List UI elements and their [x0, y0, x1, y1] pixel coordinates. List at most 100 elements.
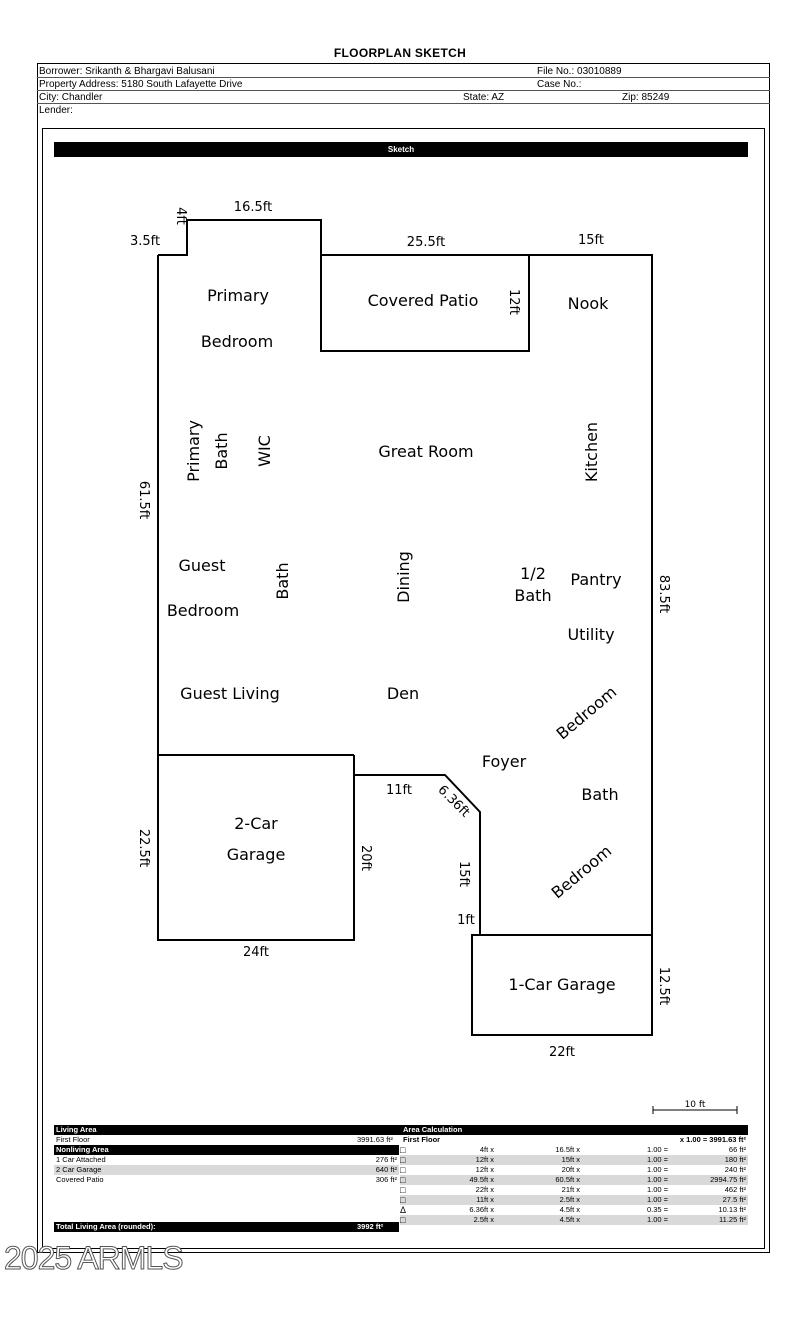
first-floor-row: First Floor 3991.63 ft² First Floor x 1.…: [54, 1135, 748, 1145]
dim-83-5ft: 83.5ft: [656, 575, 671, 613]
calc-shape: □: [400, 1175, 406, 1185]
watermark: 2025 ARMLS: [4, 1240, 185, 1277]
nonliving-item-value: 276 ft²: [375, 1155, 397, 1164]
sketch-bar: Sketch: [54, 142, 748, 157]
header-row-address: Property Address: 5180 South Lafayette D…: [37, 79, 770, 91]
dim-24ft: 24ft: [243, 945, 269, 960]
first-floor-calc-total: x 1.00 = 3991.63 ft²: [679, 1135, 746, 1144]
calc-dim-a: 2.5ft x: [473, 1215, 494, 1224]
calc-factor: 0.35 =: [646, 1205, 668, 1214]
room-label-2-car: 2-Car: [234, 814, 278, 833]
calc-shape: □: [400, 1165, 406, 1175]
calc-factor: 1.00 =: [646, 1185, 668, 1194]
calc-shape: Δ: [400, 1205, 407, 1215]
calc-dim-a: 6.36ft x: [469, 1205, 494, 1214]
header-row-city: City: Chandler State: AZ Zip: 85249: [37, 92, 770, 104]
file-no-text: File No.: 03010889: [537, 66, 622, 77]
room-label-guest-living: Guest Living: [180, 684, 280, 703]
calc-factor: 1.00 =: [646, 1155, 668, 1164]
address-text: Property Address: 5180 South Lafayette D…: [39, 79, 243, 90]
calc-factor: 1.00 =: [646, 1175, 668, 1184]
calc-area: 240 ft²: [724, 1165, 746, 1174]
area-calc-row: □ 22ft x 21ft x 1.00 = 462 ft²: [400, 1185, 748, 1195]
room-label-bedroom-upper: Bedroom: [553, 682, 621, 743]
room-label-bath-lower: Bath: [581, 785, 618, 804]
first-floor-label: First Floor: [56, 1135, 90, 1144]
nonliving-row: Nonliving Area: [54, 1145, 748, 1155]
dim-61-5ft: 61.5ft: [136, 481, 151, 519]
calc-area: 462 ft²: [724, 1185, 746, 1194]
calc-dim-b: 16.5ft x: [555, 1145, 580, 1154]
header-row-borrower: Borrower: Srikanth & Bhargavi Balusani F…: [37, 66, 770, 78]
calc-dim-b: 60.5ft x: [555, 1175, 580, 1184]
form-frame: [37, 63, 770, 1253]
room-label-utility: Utility: [567, 625, 614, 644]
dim-12-5ft: 12.5ft: [656, 967, 671, 1005]
dim-3-5ft: 3.5ft: [130, 234, 160, 249]
room-label-primary-bath: Bath: [212, 432, 231, 469]
room-label-nook: Nook: [568, 294, 610, 313]
state-text: State: AZ: [463, 92, 505, 103]
room-label-primary-vertical: Primary: [184, 420, 203, 482]
dim-22-5ft: 22.5ft: [136, 829, 151, 867]
calc-dim-a: 49.5ft x: [469, 1175, 494, 1184]
calc-area: 180 ft²: [724, 1155, 746, 1164]
dim-15ft-mid: 15ft: [456, 861, 471, 887]
calc-dim-b: 4.5ft x: [559, 1215, 580, 1224]
total-value: 3992 ft²: [357, 1222, 384, 1231]
dim-12ft: 12ft: [506, 289, 521, 315]
case-no-text: Case No.:: [537, 79, 582, 90]
dim-16-5ft: 16.5ft: [234, 200, 272, 215]
room-label-great-room: Great Room: [378, 442, 473, 461]
calc-area: 11.25 ft²: [719, 1215, 746, 1224]
total-row: Total Living Area (rounded): 3992 ft²: [54, 1222, 748, 1232]
summary-header-row: Living Area Area Calculation: [54, 1125, 748, 1135]
total-label: Total Living Area (rounded):: [54, 1222, 399, 1232]
dim-1ft: 1ft: [457, 913, 475, 928]
nonliving-item-name: 1 Car Attached: [56, 1155, 106, 1164]
header-row-lender: Lender:: [37, 105, 770, 117]
room-label-half-bath: Bath: [514, 586, 551, 605]
calc-dim-a: 22ft x: [475, 1185, 494, 1194]
room-label-half: 1/2: [520, 564, 546, 583]
dim-15ft-top: 15ft: [578, 233, 604, 248]
calc-dim-b: 2.5ft x: [559, 1195, 580, 1204]
calc-area: 27.5 ft²: [722, 1195, 746, 1204]
first-floor-calc-header: First Floor: [403, 1135, 441, 1144]
room-label-wic: WIC: [255, 435, 274, 467]
calc-shape: □: [400, 1185, 406, 1195]
sketch-frame: [42, 128, 765, 1249]
room-label-garage: Garage: [227, 845, 286, 864]
calc-shape: □: [400, 1145, 406, 1155]
calc-shape: □: [400, 1155, 406, 1165]
nonliving-item-name: 2 Car Garage: [56, 1165, 102, 1174]
calc-factor: 1.00 =: [646, 1145, 668, 1154]
room-label-bedroom-lower: Bedroom: [548, 841, 616, 902]
main-outline: [157, 219, 653, 1036]
room-label-guest-bath: Bath: [273, 562, 292, 599]
room-label-foyer: Foyer: [482, 752, 527, 771]
city-text: City: Chandler: [39, 92, 103, 103]
room-label-primary-bedroom: Bedroom: [201, 332, 273, 351]
dim-4ft: 4ft: [173, 207, 188, 225]
area-calc-label: Area Calculation: [403, 1125, 463, 1134]
nonliving-label: Nonliving Area: [54, 1145, 399, 1155]
calc-dim-b: 21ft x: [561, 1185, 580, 1194]
calc-dim-a: 4ft x: [479, 1145, 494, 1154]
calc-dim-b: 20ft x: [561, 1165, 580, 1174]
zip-text: Zip: 85249: [622, 92, 670, 103]
covered-patio-outline: [320, 255, 530, 352]
room-label-primary: Primary: [207, 286, 269, 305]
scale-bar: 10 ft: [652, 1100, 738, 1114]
page-title: FLOORPLAN SKETCH: [333, 46, 467, 60]
room-label-guest: Guest: [179, 556, 226, 575]
living-area-label: Living Area: [56, 1125, 97, 1134]
room-label-covered-patio: Covered Patio: [368, 291, 479, 310]
